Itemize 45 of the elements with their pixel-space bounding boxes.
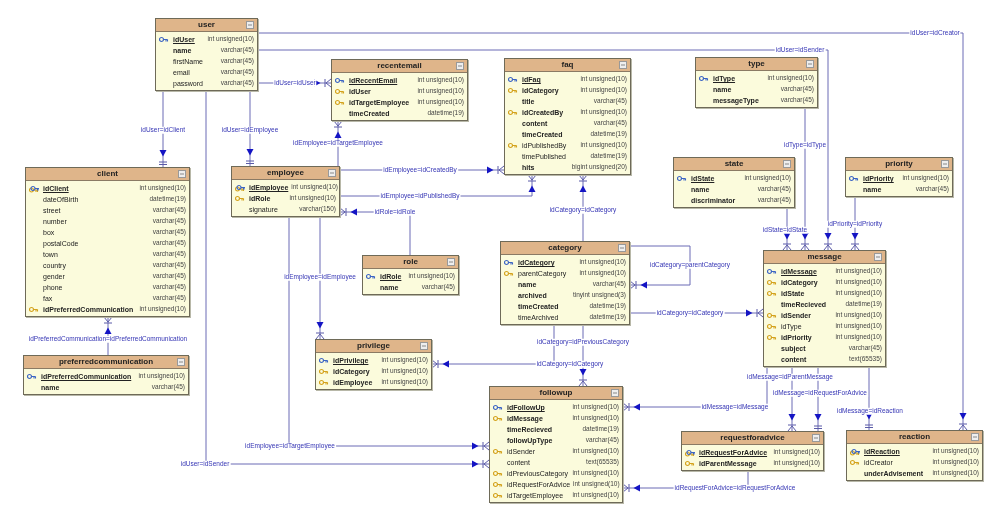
table-box xyxy=(695,57,818,108)
table-name: employee xyxy=(267,169,304,177)
table-box xyxy=(23,355,189,395)
table-name: preferredcommunication xyxy=(58,358,154,366)
table-box xyxy=(845,157,953,197)
relationship-line xyxy=(257,49,833,251)
table-box xyxy=(846,430,983,481)
table-name: privilege xyxy=(357,342,390,350)
table-name: role xyxy=(403,258,418,266)
table-box xyxy=(231,166,340,217)
table-name: reaction xyxy=(898,433,931,441)
table-box xyxy=(763,250,886,367)
relationship-line xyxy=(245,90,255,167)
relationship-line xyxy=(782,207,792,251)
table-box xyxy=(315,339,432,390)
relationship-line xyxy=(333,120,343,167)
relationship-line xyxy=(205,90,490,469)
table-name: client xyxy=(97,170,118,178)
table-name: state xyxy=(724,160,744,168)
table-name: priority xyxy=(885,160,913,168)
table-box xyxy=(331,59,468,121)
table-name: user xyxy=(198,21,215,29)
relationship-line xyxy=(578,174,588,242)
table-name: faq xyxy=(561,61,574,69)
table-name: requestforadvice xyxy=(720,434,785,442)
relationship-line xyxy=(629,245,691,290)
table-name: message xyxy=(807,253,842,261)
table-box xyxy=(504,58,631,175)
table-name: type xyxy=(748,60,765,68)
relationship-line xyxy=(800,107,810,251)
table-box xyxy=(25,167,190,317)
relationship-line xyxy=(158,90,168,168)
relationship-line xyxy=(864,366,874,431)
table-box xyxy=(681,431,824,471)
table-name: category xyxy=(548,244,582,252)
table-box xyxy=(500,241,630,325)
table-name: followup xyxy=(539,389,573,397)
relationship-line xyxy=(257,32,968,431)
table-box xyxy=(155,18,258,91)
relationship-line xyxy=(850,196,860,251)
table-box xyxy=(362,255,459,295)
table-name: recentemail xyxy=(377,62,422,70)
relationship-line xyxy=(315,216,325,340)
table-box xyxy=(673,157,795,208)
table-box xyxy=(489,386,623,503)
